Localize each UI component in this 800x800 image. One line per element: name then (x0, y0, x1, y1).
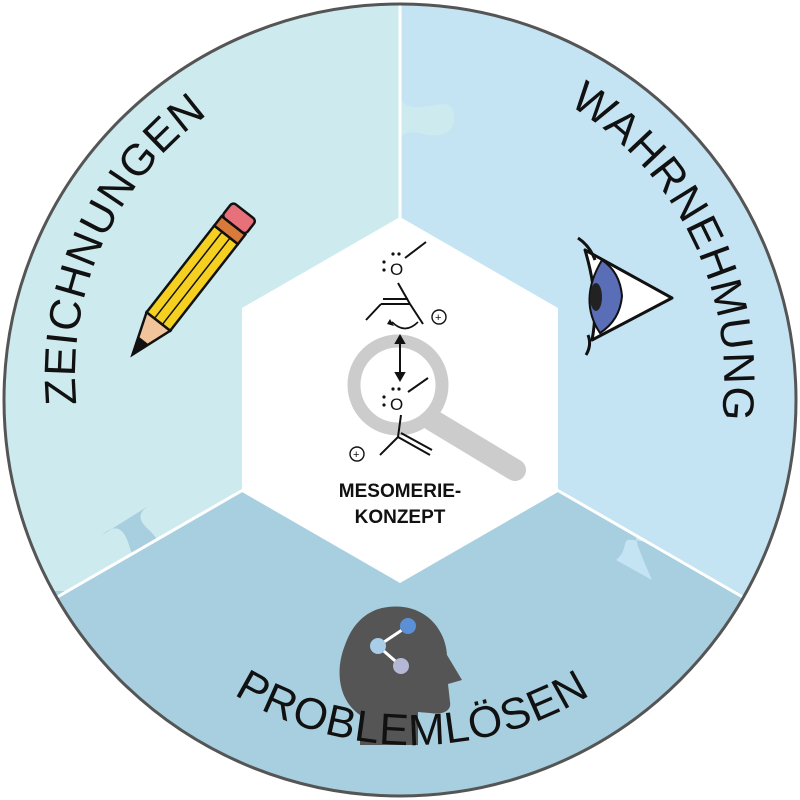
lone-pairs-top (382, 252, 401, 272)
divider-left (39, 488, 244, 609)
center-hexagon (242, 217, 558, 583)
divider-right (556, 488, 761, 609)
eye-icon (577, 236, 674, 356)
center-label-line2: KONZEPT (355, 507, 446, 528)
charge-top: + (435, 312, 441, 324)
puzzle-knob-top (399, 85, 455, 150)
puzzle-knob-left (102, 505, 162, 569)
lone-pairs-bottom (382, 387, 401, 407)
atom-oxygen-top: O (390, 260, 403, 279)
center-label-line1: MESOMERIE- (339, 481, 461, 502)
molecule-bottom (349, 377, 433, 462)
molecule-top (365, 241, 447, 330)
segment-problem-solving (4, 400, 796, 796)
resonance-arrow (394, 333, 406, 383)
atom-oxygen-bottom: O (390, 395, 403, 414)
pencil-icon (130, 202, 257, 358)
charge-bottom: + (353, 449, 359, 461)
head-network-icon (339, 606, 462, 745)
puzzle-knob-right (616, 522, 662, 580)
